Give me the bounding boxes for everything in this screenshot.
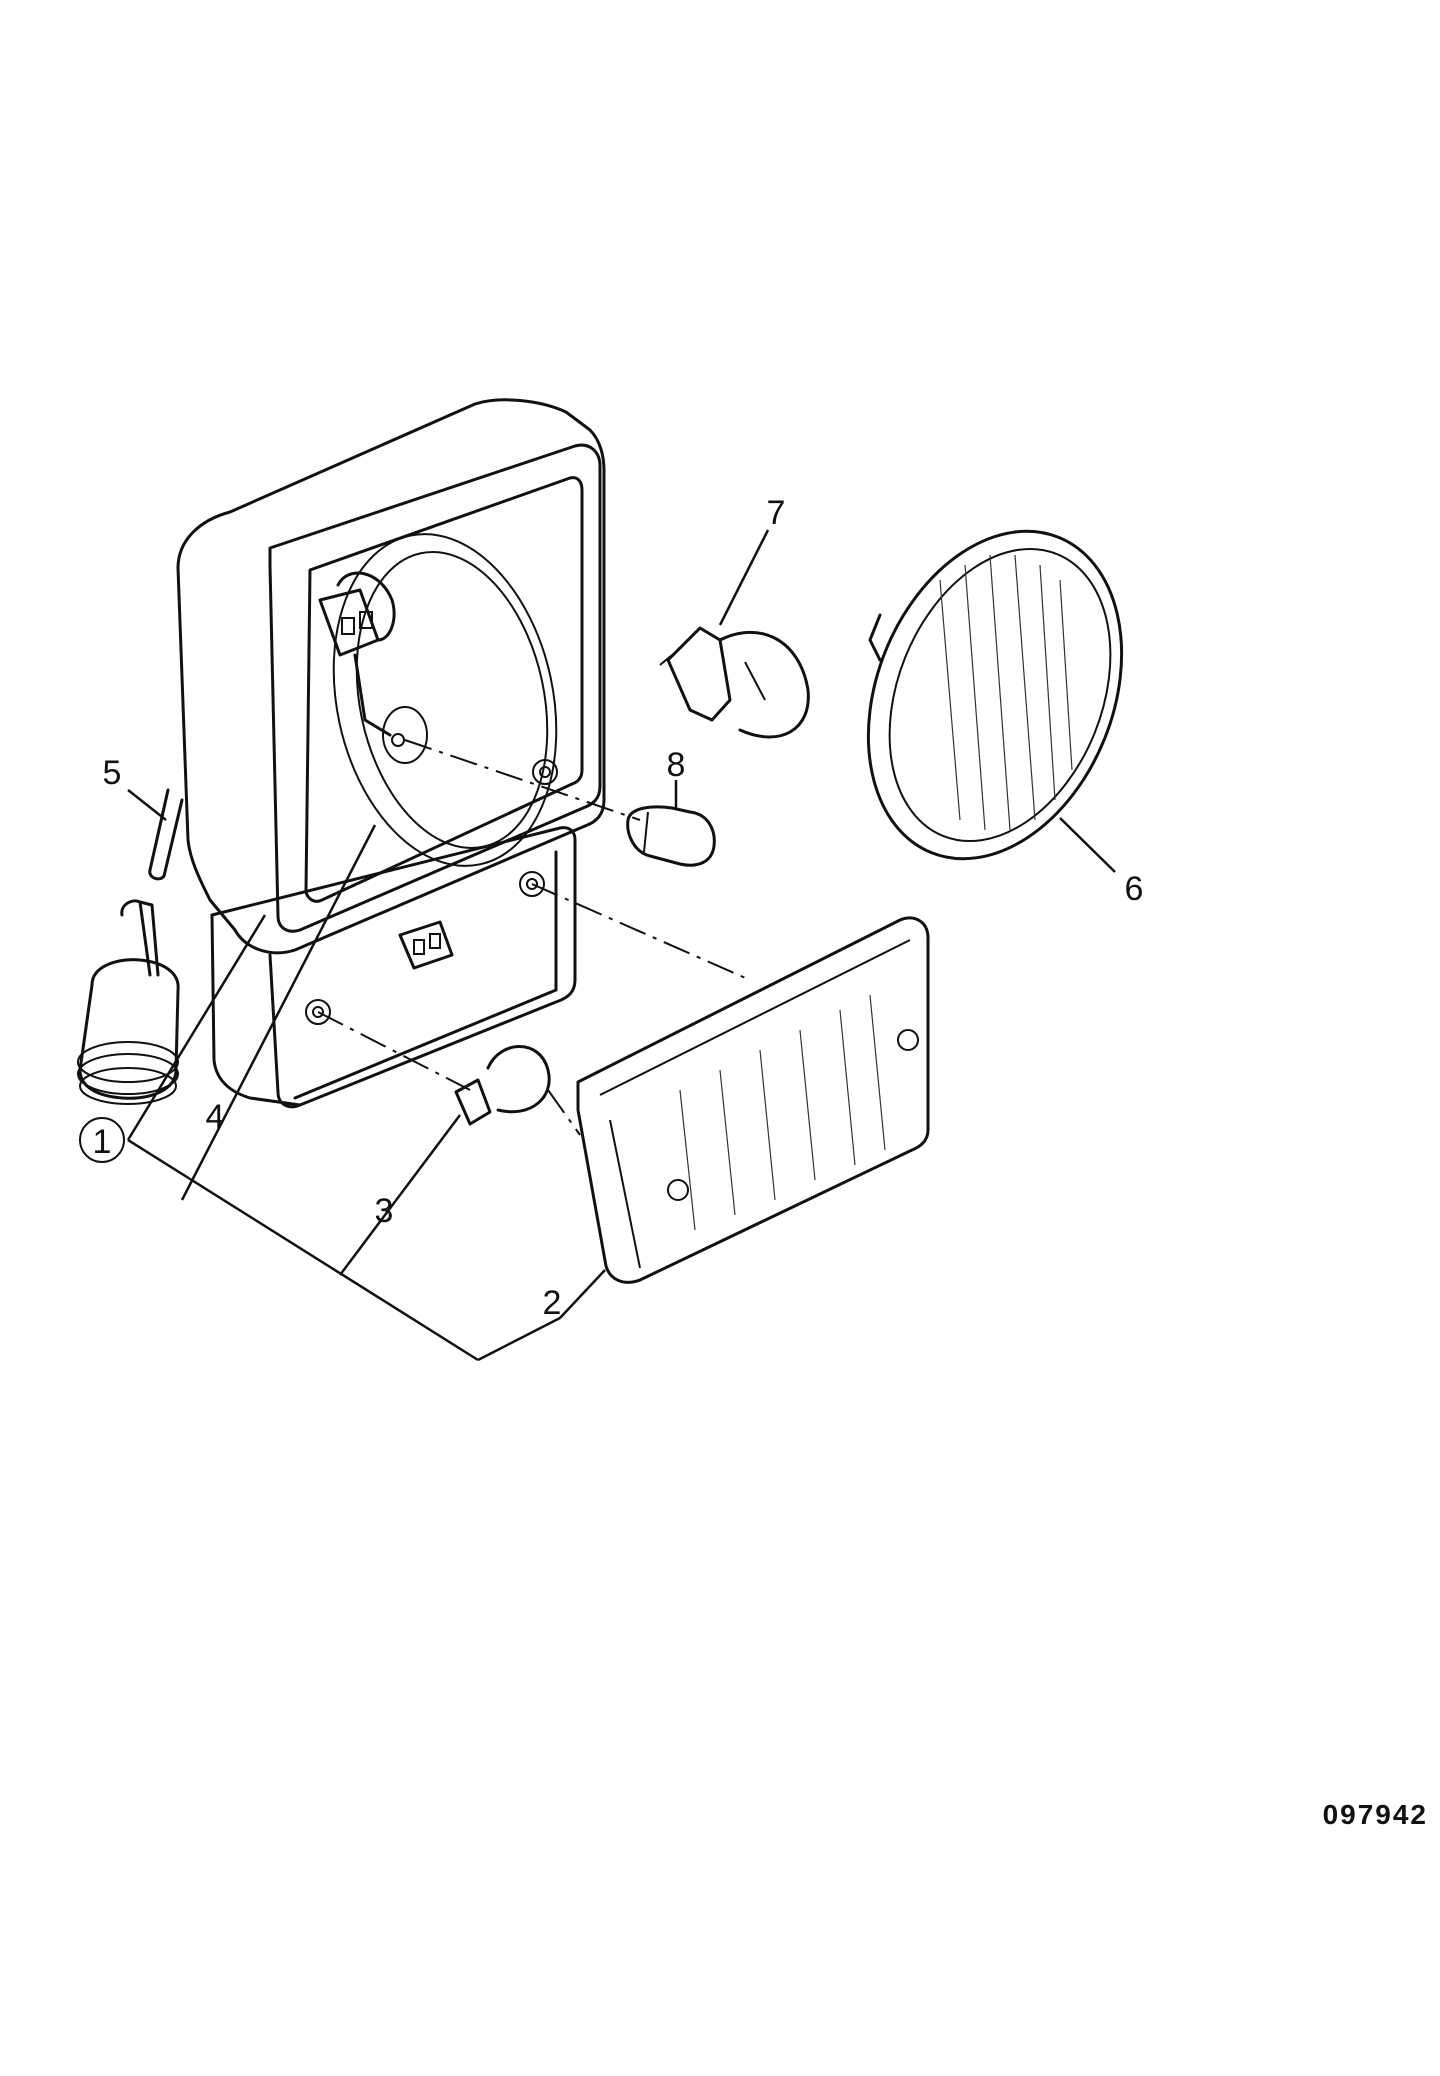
callout-8: 8	[667, 746, 686, 784]
indicator-housing	[210, 826, 577, 1109]
alignment-lines	[317, 739, 751, 1136]
bulb-8	[626, 805, 716, 867]
drawing-code: 097942	[1323, 1799, 1428, 1830]
callout-7: 7	[767, 494, 786, 532]
cable-grommet	[77, 788, 184, 1105]
callouts: 1 2 3 4 5 6 7 8	[79, 494, 1144, 1322]
callout-1-circle	[79, 1117, 125, 1163]
callout-1: 1	[93, 1123, 112, 1161]
callout-4: 4	[206, 1098, 225, 1136]
leader-lines	[126, 529, 1116, 1362]
callout-3: 3	[375, 1192, 394, 1230]
indicator-lens-2	[576, 916, 930, 1284]
callout-6: 6	[1125, 870, 1144, 908]
callout-5: 5	[103, 754, 122, 792]
bulb-3	[454, 1045, 551, 1126]
lens-6	[866, 529, 1124, 861]
callout-2: 2	[543, 1284, 562, 1322]
bulb-7	[659, 626, 810, 739]
